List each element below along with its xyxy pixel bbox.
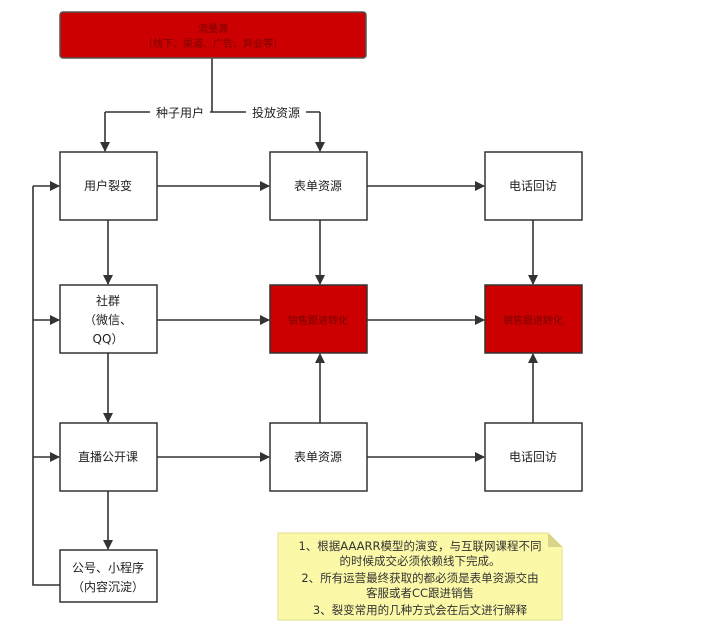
edge-label-ad-resources: 投放资源 — [252, 105, 300, 120]
connectors — [32, 58, 538, 586]
svg-text:3、裂变常用的几种方式会在后文进行解释: 3、裂变常用的几种方式会在后文进行解释 — [313, 603, 528, 617]
node-phone-callback-2 — [484, 422, 583, 492]
svg-text:QQ）: QQ） — [93, 332, 124, 346]
node-phone-callback-1 — [484, 151, 583, 221]
node-sales-conversion-2 — [484, 284, 583, 354]
note: 1、根据AAARR模型的演变，与互联网课程不同 的时候成交必须依赖线下完成。 2… — [277, 532, 563, 621]
svg-text:2、所有运营最终获取的都必须是表单资源交由: 2、所有运营最终获取的都必须是表单资源交由 — [301, 571, 538, 585]
node-official-account — [59, 549, 158, 603]
svg-text:1、根据AAARR模型的演变，与互联网课程不同: 1、根据AAARR模型的演变，与互联网课程不同 — [298, 539, 541, 553]
node-sales-conversion-1 — [269, 284, 368, 354]
node-user-fission — [59, 151, 158, 221]
svg-text:流量源: 流量源 — [198, 22, 228, 35]
node-form-resource-1 — [269, 151, 368, 221]
top-box: 流量源 （线下、渠道、广告、异业等） — [59, 11, 367, 59]
node-form-resource-2 — [269, 422, 368, 492]
feedback-line — [32, 186, 60, 586]
svg-text:（微信、: （微信、 — [84, 313, 132, 327]
node-live-class — [59, 422, 158, 492]
svg-text:（内容沉淀）: （内容沉淀） — [72, 579, 144, 594]
svg-text:客服或者CC跟进销售: 客服或者CC跟进销售 — [366, 586, 474, 600]
svg-text:表单资源: 表单资源 — [294, 179, 342, 193]
svg-text:表单资源: 表单资源 — [294, 450, 342, 464]
svg-text:用户裂变: 用户裂变 — [84, 178, 132, 193]
svg-text:销售跟进转化: 销售跟进转化 — [288, 314, 348, 327]
node-community — [59, 284, 158, 354]
svg-text:公号、小程序: 公号、小程序 — [72, 560, 144, 575]
svg-text:（线下、渠道、广告、异业等）: （线下、渠道、广告、异业等） — [143, 37, 283, 50]
svg-text:的时候成交必须依赖线下完成。: 的时候成交必须依赖线下完成。 — [340, 554, 501, 568]
svg-text:社群: 社群 — [96, 293, 120, 308]
svg-text:电话回访: 电话回访 — [509, 179, 557, 193]
svg-text:电话回访: 电话回访 — [509, 450, 557, 464]
svg-text:直播公开课: 直播公开课 — [78, 450, 138, 464]
svg-text:销售跟进转化: 销售跟进转化 — [503, 314, 563, 327]
edge-label-seed-users: 种子用户 — [156, 105, 204, 120]
